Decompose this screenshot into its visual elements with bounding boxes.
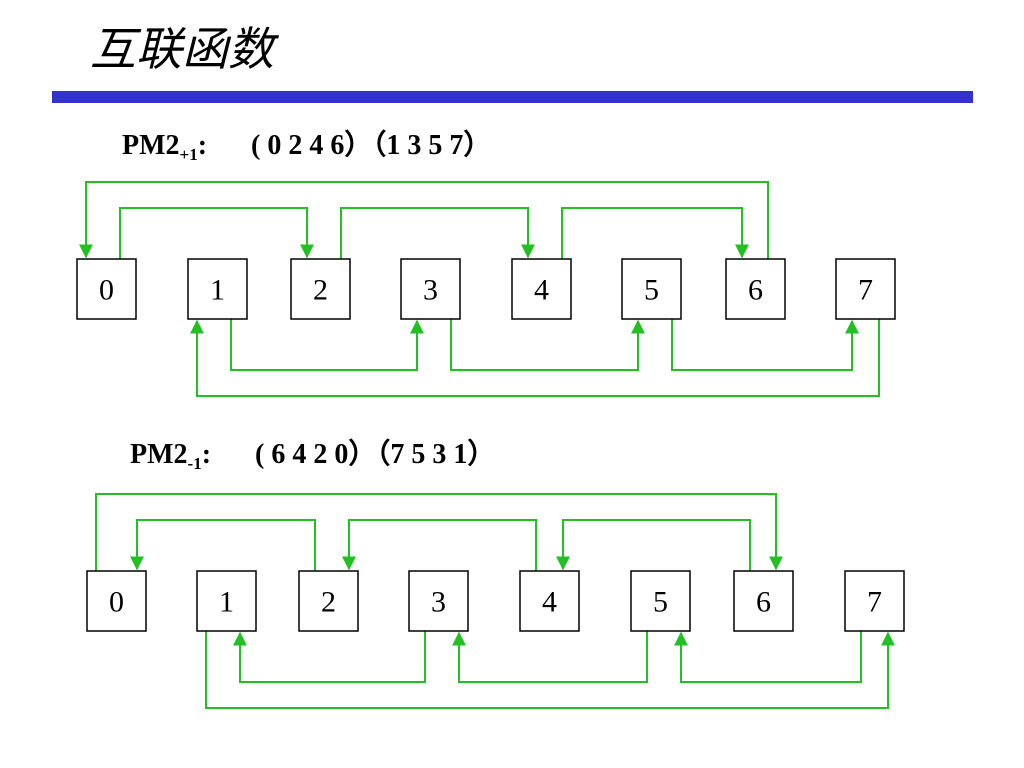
pm2-minus1-cycle-even: ( 6 4 2 0） [255,439,377,470]
pm2-plus1-node-box-6 [725,258,786,320]
pm2-minus1-link-3-to-1 [233,631,426,683]
pm2-plus1-node-label-5: 5 [644,274,659,307]
pm2-minus1-node-label-4: 4 [542,586,557,619]
pm2-minus1-node-0: 0 [86,570,147,632]
pm2-minus1-node-4: 4 [519,570,580,632]
pm2-minus1-node-box-7 [844,570,905,632]
pm2-minus1-node-box-2 [298,570,359,632]
pm2-minus1-cycle-odd: （7 5 3 1） [376,439,496,470]
pm2-minus1-node-box-3 [408,570,469,632]
pm2-minus1-link-2-to-0 [130,519,316,571]
pm2-minus1-colon: : [201,439,212,470]
pm2-plus1-node-box-0 [76,258,137,320]
pm2-plus1-link-1-to-3 [230,319,424,371]
pm2-plus1-cycle-odd: （1 3 5 7） [372,130,492,161]
pm2-minus1-node-label-5: 5 [653,586,668,619]
pm2-plus1-label: PM2 [122,130,180,161]
pm2-minus1-node-box-0 [86,570,147,632]
pm2-plus1-node-label-1: 1 [210,274,225,307]
pm2-minus1-heading: PM2-1: ( 6 4 2 0）（7 5 3 1） [130,437,495,482]
pm2-plus1-node-box-3 [400,258,461,320]
pm2-minus1-node-2: 2 [298,570,359,632]
pm2-plus1-node-label-7: 7 [858,274,873,307]
page-title: 互联函数 [90,24,274,75]
pm2-plus1-node-label-2: 2 [313,274,328,307]
pm2-minus1-node-label-0: 0 [109,586,124,619]
pm2-plus1-link-6-to-0 [79,181,769,259]
pm2-minus1-node-label-1: 1 [219,586,234,619]
pm2-plus1-node-4: 4 [511,258,572,320]
pm2-minus1-subscript: -1 [187,454,202,473]
pm2-plus1-link-0-to-2 [119,207,314,259]
pm2-minus1-node-box-5 [630,570,691,632]
pm2-plus1-link-2-to-4 [340,207,535,259]
pm2-plus1-node-2: 2 [290,258,351,320]
pm2-plus1-node-box-5 [621,258,682,320]
pm2-plus1-node-3: 3 [400,258,461,320]
pm2-plus1-link-5-to-7 [671,319,859,371]
pm2-plus1-node-0: 0 [76,258,137,320]
pm2-minus1-link-4-to-2 [342,519,537,571]
pm2-plus1-node-box-4 [511,258,572,320]
pm2-minus1-node-1: 1 [196,570,257,632]
pm2-minus1-node-box-4 [519,570,580,632]
pm2-minus1-node-label-7: 7 [867,586,882,619]
pm2-plus1-node-7: 7 [835,258,896,320]
pm2-minus1-node-label-6: 6 [756,586,771,619]
pm2-minus1-link-6-to-4 [556,519,751,571]
pm2-minus1-node-5: 5 [630,570,691,632]
pm2-minus1-link-1-to-7 [205,631,895,709]
pm2-minus1-node-label-2: 2 [321,586,336,619]
pm2-minus1-link-0-to-6 [95,493,783,571]
pm2-plus1-node-5: 5 [621,258,682,320]
pm2-plus1-node-6: 6 [725,258,786,320]
pm2-plus1-heading: PM2+1: ( 0 2 4 6）（1 3 5 7） [122,128,491,173]
title-underline [52,91,973,103]
pm2-plus1-node-1: 1 [187,258,248,320]
pm2-plus1-node-label-0: 0 [99,274,114,307]
pm2-plus1-node-label-3: 3 [423,274,438,307]
pm2-minus1-label: PM2 [130,439,188,470]
pm2-minus1-link-7-to-5 [674,631,862,683]
pm2-plus1-cycle-even: ( 0 2 4 6） [251,130,373,161]
pm2-minus1-node-label-3: 3 [431,586,446,619]
pm2-minus1-diagram: 0 1 2 3 4 5 6 7 [86,493,905,709]
pm2-minus1-link-5-to-3 [452,631,648,683]
pm2-plus1-node-label-6: 6 [748,274,763,307]
pm2-plus1-link-4-to-6 [561,207,749,259]
pm2-plus1-node-label-4: 4 [534,274,549,307]
pm2-plus1-colon: : [197,130,208,161]
pm2-plus1-diagram: 0 1 2 3 4 5 6 7 [76,181,896,397]
pm2-plus1-subscript: +1 [179,145,198,164]
pm2-plus1-link-7-to-1 [190,319,880,397]
pm2-minus1-node-3: 3 [408,570,469,632]
pm2-minus1-node-box-1 [196,570,257,632]
pm2-plus1-node-box-1 [187,258,248,320]
pm2-plus1-node-box-7 [835,258,896,320]
pm2-plus1-link-3-to-5 [450,319,645,371]
pm2-minus1-node-6: 6 [733,570,794,632]
pm2-plus1-node-box-2 [290,258,351,320]
pm2-minus1-node-box-6 [733,570,794,632]
pm2-minus1-node-7: 7 [844,570,905,632]
